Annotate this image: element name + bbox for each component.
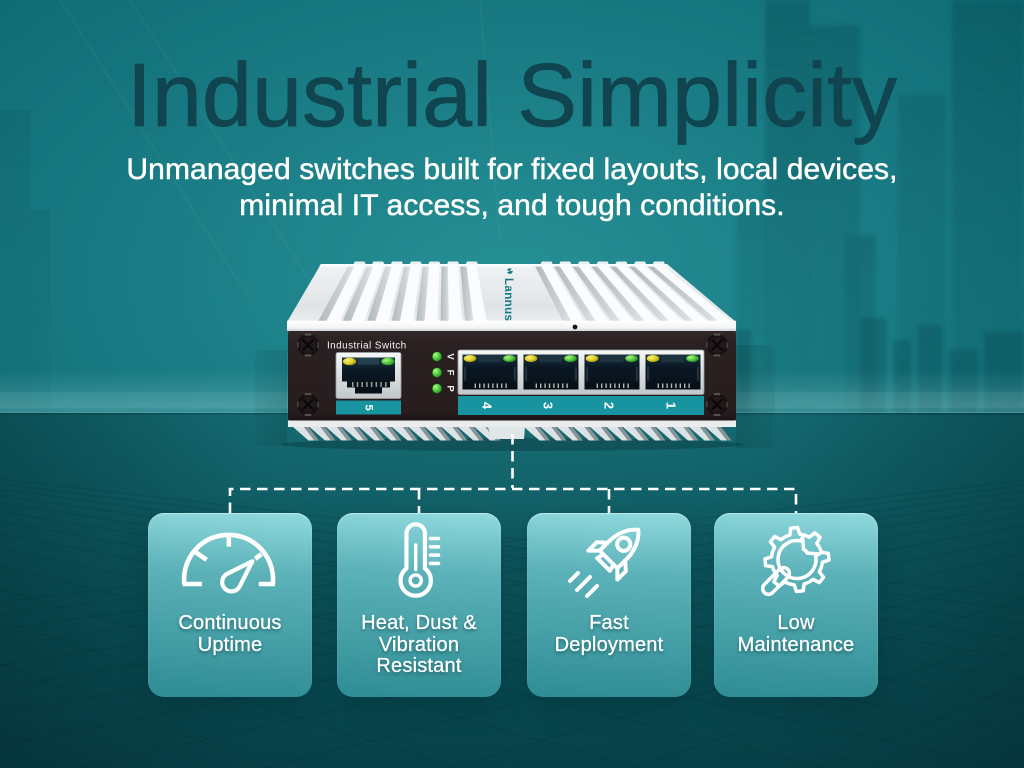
svg-text:4: 4 xyxy=(480,402,495,410)
svg-text:3: 3 xyxy=(541,402,556,409)
svg-text:2: 2 xyxy=(602,402,617,409)
svg-text:5: 5 xyxy=(363,404,375,410)
svg-text:F: F xyxy=(445,370,456,376)
svg-text:Industrial Switch: Industrial Switch xyxy=(327,341,407,352)
svg-text:V: V xyxy=(445,353,456,360)
svg-text:Lannus: Lannus xyxy=(502,278,514,321)
svg-text:1: 1 xyxy=(664,402,679,409)
svg-text:P: P xyxy=(445,385,456,392)
